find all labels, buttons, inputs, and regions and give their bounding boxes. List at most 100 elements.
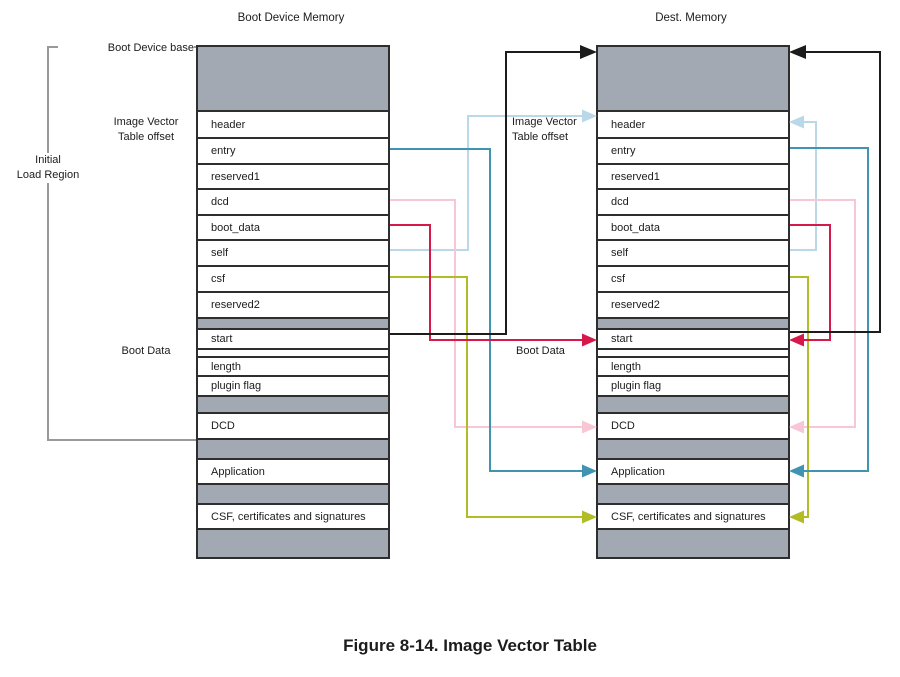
self-to-header-right-arrowhead [789,115,804,129]
row-csf: csf [198,267,388,293]
row-csf-region: CSF, certificates and signatures [598,505,788,530]
reserved-block [598,485,788,505]
row-label: CSF, certificates and signatures [611,510,766,523]
bootdata-to-start-right-arrowhead [789,333,804,347]
row-label: dcd [211,196,229,208]
thin-spacer-row [198,350,388,358]
row-label: boot_data [211,221,260,234]
reserved-block [198,319,388,330]
row-self: self [198,241,388,267]
initial-load-bracket-bottom [47,439,196,441]
csf-to-csf-left-arrowhead [582,510,597,524]
row-boot-data: boot_data [598,216,788,241]
start-to-base-left-arrowhead [580,45,597,59]
boot-device-memory-table: header entry reserved1 dcd boot_data sel… [196,45,390,559]
dcd-to-dcd-left-arrowhead [582,420,597,434]
row-entry: entry [598,139,788,165]
initial-load-region-label: Initial Load Region [2,153,94,183]
row-label: start [611,333,633,345]
initial-label-line1: Initial [35,154,61,166]
initial-load-bracket-vertical [47,46,49,440]
entry-to-application-right-arrowhead [789,464,804,478]
row-plugin-flag: plugin flag [198,377,388,397]
boot-data-label-mid: Boot Data [516,345,565,357]
row-header: header [198,112,388,139]
reserved-block [598,440,788,460]
image-vector-table-offset-label-left: Image Vector Table offset [95,115,197,145]
row-length: length [598,358,788,377]
dcd-to-dcd-left-line [390,199,584,428]
row-label: boot_data [611,221,660,234]
reserved-block [198,397,388,414]
dcd-to-dcd-right-arrowhead [789,420,804,434]
initial-label-line2: Load Region [16,169,80,181]
boot-device-base-label: Boot Device base [58,41,194,56]
row-reserved2: reserved2 [598,293,788,319]
row-plugin-flag: plugin flag [598,377,788,397]
row-label: csf [211,273,226,285]
row-label: CSF, certificates and signatures [211,510,366,523]
image-vector-mid-line1: Image Vector [512,116,577,128]
row-label: self [611,247,629,259]
row-csf: csf [598,267,788,293]
csf-to-csf-left-line [390,276,584,518]
row-label: Application [611,465,665,478]
row-dcd-region: DCD [598,414,788,440]
boot-device-base-block [198,47,388,112]
row-label: start [211,333,233,345]
row-label: self [211,247,229,259]
boot-data-label-left: Boot Data [121,345,171,357]
row-label: reserved2 [611,299,660,311]
row-application: Application [598,460,788,485]
row-dcd: dcd [598,190,788,216]
row-header: header [598,112,788,139]
row-entry: entry [198,139,388,165]
row-csf-region: CSF, certificates and signatures [198,505,388,530]
row-start: start [198,330,388,350]
entry-to-application-left-arrowhead [582,464,597,478]
row-label: reserved1 [211,170,260,183]
thin-spacer-row [598,350,788,358]
dest-memory-base-block [598,47,788,112]
dest-memory-table: header entry reserved1 dcd boot_data sel… [596,45,790,559]
image-vector-table-offset-label-mid: Image Vector Table offset [512,115,602,145]
self-to-header-right-line [790,121,817,251]
figure-caption: Figure 8-14. Image Vector Table [343,636,597,655]
start-to-base-right-arrowhead [789,45,806,59]
row-application: Application [198,460,388,485]
reserved-block [198,530,388,557]
reserved-block [598,530,788,557]
bootdata-to-start-left-line [390,224,584,341]
bootdata-to-start-right-line [790,224,831,341]
row-start: start [598,330,788,350]
reserved-block [198,440,388,460]
row-label: header [611,118,646,131]
row-label: DCD [611,420,635,432]
csf-to-csf-right-line [790,276,809,518]
row-reserved1: reserved1 [598,165,788,190]
image-vector-mid-line2: Table offset [512,131,569,143]
dcd-to-dcd-right-line [790,199,856,428]
reserved-block [198,485,388,505]
row-label: entry [611,145,636,157]
row-length: length [198,358,388,377]
row-label: dcd [611,196,629,208]
image-vector-label-line1: Image Vector [113,116,179,128]
entry-to-application-left-line [390,148,584,472]
row-label: csf [611,273,626,285]
row-label: header [211,118,246,131]
entry-to-application-right-line [790,147,869,472]
image-vector-label-line2: Table offset [117,131,175,143]
row-reserved2: reserved2 [198,293,388,319]
reserved-block [598,319,788,330]
row-boot-data: boot_data [198,216,388,241]
row-label: length [211,360,241,373]
row-reserved1: reserved1 [198,165,388,190]
start-to-base-right-line [790,51,881,333]
row-label: reserved1 [611,170,660,183]
left-column-title: Boot Device Memory [237,12,345,24]
row-dcd: dcd [198,190,388,216]
row-label: DCD [211,420,235,432]
row-label: length [611,360,641,373]
